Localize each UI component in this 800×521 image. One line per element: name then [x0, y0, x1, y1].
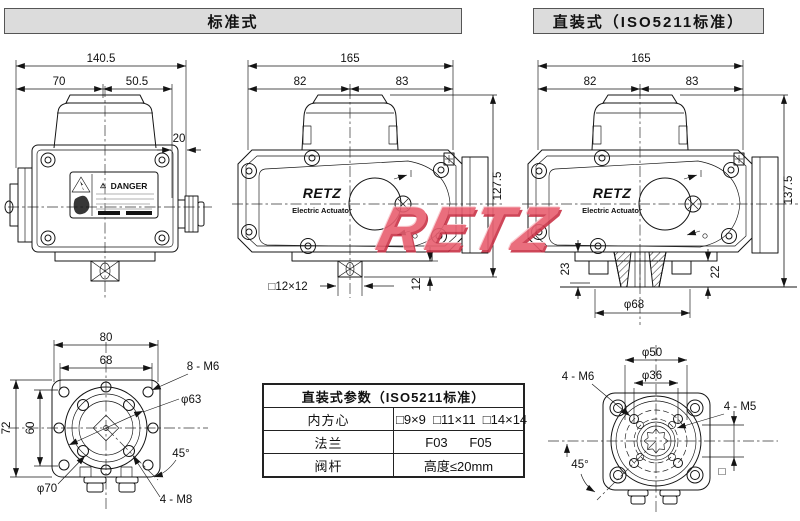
side-view-drawing: 140.5 70 50.5 20 ⚠ DANGER — [4, 53, 212, 300]
dim-side-rear: 70 — [53, 76, 66, 88]
dim-base-inner-height: 60 — [25, 422, 37, 435]
dim-std-total: 165 — [340, 53, 359, 65]
dim-side-total: 140.5 — [87, 53, 116, 65]
dim-std-left: 82 — [294, 76, 307, 88]
section-title-direct-label: 直装式（ISO5211标准） — [552, 13, 745, 31]
dim-iso-height: 137.5 — [783, 176, 795, 205]
label-4-m6: 4 - M6 — [562, 371, 595, 383]
table-row-label: 法兰 — [262, 430, 394, 454]
dim-iso-base-d36: φ36 — [642, 370, 662, 382]
section-title-direct: 直装式（ISO5211标准） — [533, 8, 764, 34]
table-row-label: 阀杆 — [262, 453, 394, 478]
label-d70: φ70 — [37, 483, 57, 495]
table-row-value: F03 F05 — [393, 430, 525, 454]
dim-std-height: 127.5 — [492, 172, 504, 201]
section-title-standard-label: 标准式 — [207, 13, 259, 31]
danger-label: ⚠ DANGER — [69, 171, 159, 219]
label-base-angle: 45° — [172, 448, 189, 460]
label-d63: φ63 — [181, 394, 201, 406]
dim-iso-right: 83 — [686, 76, 699, 88]
base-view-iso: φ50 φ36 4 - M6 4 - M5 □ 45° — [548, 345, 778, 512]
label-4-m5: 4 - M5 — [724, 401, 757, 413]
cable-gland — [177, 195, 205, 233]
iso-parameter-table: 直装式参数（ISO5211标准） 内方心 □9×9 □11×11 □14×14 … — [262, 383, 527, 478]
brand-watermark: RETZ — [370, 195, 566, 264]
dim-base-outer: 80 — [100, 332, 113, 344]
brand-subtitle: Electric Actuator — [292, 206, 352, 215]
dim-base-inner: 68 — [100, 355, 113, 367]
table-title: 直装式参数（ISO5211标准） — [262, 383, 525, 408]
actuator-front-body-direct — [528, 95, 778, 254]
dim-iso-total: 165 — [631, 53, 650, 65]
dim-base-height: 72 — [1, 422, 13, 435]
section-title-standard: 标准式 — [4, 8, 462, 34]
danger-title: DANGER — [111, 181, 148, 191]
iso-flange-section — [560, 251, 797, 288]
label-8-m6: 8 - M6 — [187, 361, 220, 373]
base-view-standard: 80 68 72 60 8 - M6 φ63 45° φ70 4 - M8 — [1, 332, 219, 512]
dim-std-square-shaft: □12×12 — [268, 281, 307, 293]
label-iso-angle: 45° — [571, 459, 588, 471]
dim-iso-left: 82 — [584, 76, 597, 88]
front-view-standard: 165 82 83 127.5 □12×12 12 — [232, 53, 504, 298]
table-row-label: 内方心 — [262, 407, 394, 431]
table-row-value: □9×9 □11×11 □14×14 — [393, 407, 527, 431]
dim-iso-boss-left: 23 — [560, 263, 572, 276]
dim-side-depth: 20 — [173, 133, 186, 145]
label-4-m8: 4 - M8 — [160, 494, 193, 506]
dim-iso-flange-dia: φ68 — [624, 299, 644, 311]
dim-iso-base-d50: φ50 — [642, 347, 662, 359]
label-square-symbol: □ — [719, 466, 726, 478]
dim-side-front: 50.5 — [126, 76, 148, 88]
table-row-value: 高度≤20mm — [393, 453, 525, 478]
dim-iso-boss-right: 22 — [710, 266, 722, 279]
brand-logo: RETZ — [303, 185, 342, 201]
dim-std-right: 83 — [396, 76, 409, 88]
dim-std-stem: 12 — [411, 278, 423, 291]
warning-triangle-icon: ⚠ — [100, 182, 107, 190]
front-view-direct: 165 82 83 137.5 23 22 — [522, 53, 798, 325]
